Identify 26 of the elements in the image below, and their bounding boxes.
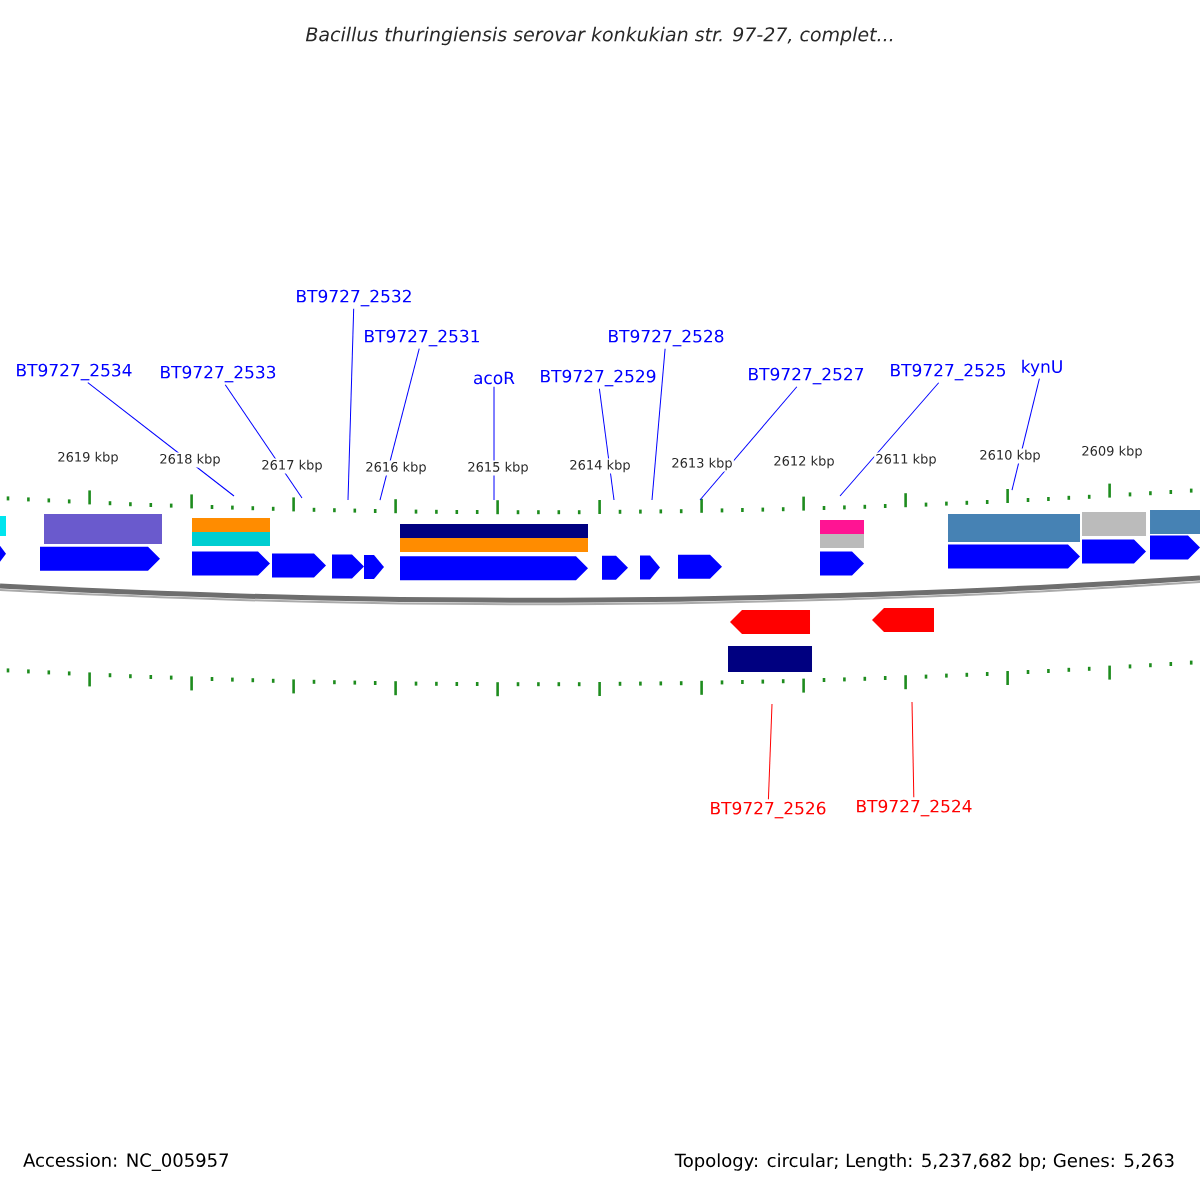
gene-label: BT9727_2534	[17, 363, 132, 381]
leader-line	[493, 386, 495, 501]
title: Bacillus thuringiensis serovar konkukian str. 97-27, complet...	[305, 26, 893, 46]
gene-label: BT9727_2533	[161, 365, 276, 383]
gene-label: kynU	[1022, 359, 1062, 377]
footer-text: Accession: NC_005957	[23, 1153, 228, 1171]
gene-label: BT9727_2531	[365, 329, 479, 347]
leader-line	[347, 308, 355, 501]
gene-label: BT9727_2529	[541, 369, 656, 387]
leader-line	[699, 386, 798, 501]
leader-line	[87, 382, 235, 497]
gene-label: BT9727_2525	[891, 363, 1005, 381]
gene-label: BT9727_2526	[711, 801, 826, 819]
leader-line	[1011, 378, 1040, 491]
gene-label: BT9727_2524	[857, 799, 972, 817]
leader-line	[379, 348, 420, 501]
footer-text: Topology: circular; Length: 5,237,682 bp; Genes: 5,263	[674, 1153, 1174, 1171]
leader-line	[839, 382, 940, 497]
leader-line	[598, 388, 615, 501]
leader-line	[911, 701, 915, 798]
leader-line	[767, 703, 773, 800]
gene-label: BT9727_2532	[297, 289, 411, 307]
gene-label: BT9727_2528	[609, 329, 724, 347]
gene-label: BT9727_2527	[749, 367, 864, 385]
leader-line	[651, 348, 666, 501]
gene-label: acoR	[474, 371, 515, 385]
